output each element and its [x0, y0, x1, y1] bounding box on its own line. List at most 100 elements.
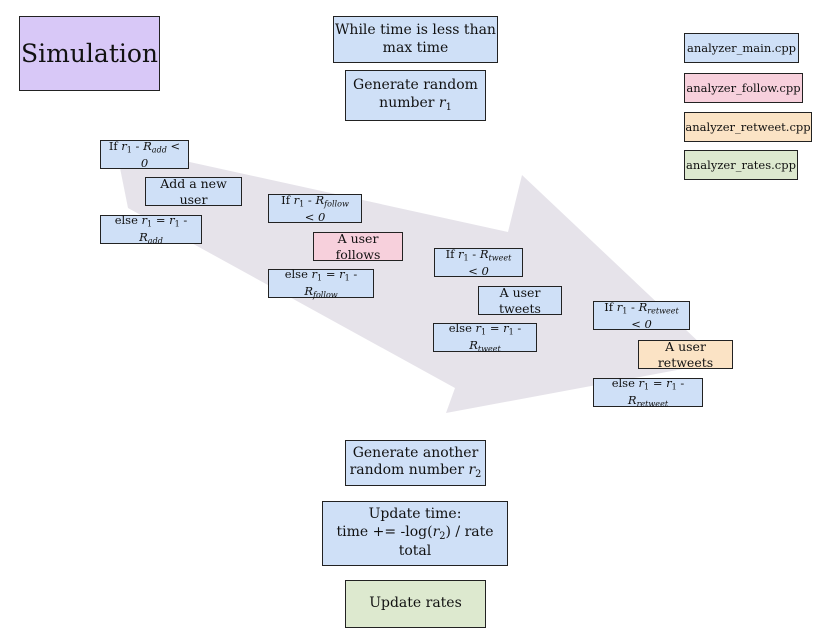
condition-add: If r1 - Radd < 0	[100, 139, 189, 170]
else-r: r	[311, 267, 318, 282]
else-r: r	[638, 376, 645, 391]
action-user-follows-text: A user follows	[335, 230, 381, 262]
cond-r-sub: 1	[299, 199, 305, 209]
update-rates-text: Update rates	[369, 595, 462, 612]
else-r: r	[475, 321, 482, 336]
action-user-tweets: A user tweets	[478, 284, 562, 316]
else-R-sub: follow	[312, 289, 338, 299]
title-box: Simulation	[19, 16, 160, 91]
cond-prefix: If	[604, 300, 617, 315]
else-retweet-text: else r1 = r1 - Rretweet	[600, 376, 696, 409]
condition-add-text: If r1 - Radd < 0	[107, 139, 182, 170]
else-R-sub: retweet	[636, 398, 669, 408]
condition-follow-text: If r1 - Rfollow < 0	[275, 193, 355, 224]
cond-R: R	[143, 139, 152, 154]
gen1-var: r	[438, 94, 446, 111]
action-user-tweets-text: A user tweets	[499, 284, 541, 316]
legend-retweet: analyzer_retweet.cpp	[684, 112, 812, 142]
cond-r: r	[121, 139, 127, 154]
else-r2-sub: 1	[344, 273, 350, 283]
update-rates-box: Update rates	[345, 580, 486, 628]
cond-R: R	[479, 247, 489, 262]
cond-suffix: < 0	[140, 139, 181, 170]
action-add-user-text: Add a new user	[160, 175, 227, 207]
condition-follow: If r1 - Rfollow < 0	[268, 193, 362, 224]
legend-main: analyzer_main.cpp	[684, 33, 799, 63]
action-add-user: Add a new user	[145, 175, 242, 207]
update-time-b: ) / rate total	[398, 523, 494, 560]
cond-R-sub: follow	[324, 199, 349, 209]
else-mid: -	[349, 267, 358, 282]
action-user-follows: A user follows	[313, 230, 403, 262]
cond-r-sub: 1	[463, 253, 469, 263]
condition-retweet-text: If r1 - Rretweet < 0	[600, 300, 683, 331]
cond-suffix: < 0	[468, 263, 489, 278]
legend-follow-label: analyzer_follow.cpp	[686, 80, 801, 95]
gen2-sub: 2	[475, 469, 482, 481]
else-r2: r	[169, 213, 175, 228]
cond-r: r	[616, 300, 623, 315]
cond-R-sub: add	[151, 145, 167, 155]
loop-box: While time is less than max time	[333, 16, 498, 63]
cond-suffix: < 0	[631, 316, 652, 331]
else-r-sub: 1	[644, 382, 650, 392]
else-follow-text: else r1 = r1 - Rfollow	[275, 267, 367, 300]
cond-r: r	[293, 193, 300, 208]
else-add-text: else r1 = r1 - Radd	[107, 213, 195, 246]
gen2-line1: Generate another	[352, 444, 479, 461]
else-mid: -	[179, 213, 188, 228]
else-r-sub: 1	[147, 219, 153, 229]
cond-r-sub: 1	[622, 306, 628, 316]
generate-another-box: Generate another random number r2	[345, 440, 486, 486]
update-time-box: Update time: time += -log(r2) / rate tot…	[322, 501, 508, 566]
else-follow: else r1 = r1 - Rfollow	[268, 267, 374, 300]
legend-main-label: analyzer_main.cpp	[686, 40, 797, 55]
loop-line2: max time	[382, 39, 449, 56]
gen1-line2-text: number	[379, 94, 439, 111]
else-r2-sub: 1	[174, 219, 180, 229]
else-R: R	[139, 229, 148, 244]
legend-rates: analyzer_rates.cpp	[684, 150, 798, 180]
cond-minus: -	[131, 139, 144, 154]
else-R: R	[304, 283, 313, 298]
generate-random-box: Generate random number r1	[345, 70, 486, 121]
title-text: Simulation	[20, 38, 159, 68]
update-time-var: r	[432, 523, 440, 540]
update-time-line1: Update time:	[368, 506, 462, 523]
cond-prefix: If	[108, 139, 122, 154]
cond-r-sub: 1	[126, 145, 132, 155]
else-r2: r	[503, 321, 509, 336]
cond-R: R	[638, 300, 648, 315]
gen1-sub: 1	[445, 101, 452, 113]
cond-r: r	[458, 247, 464, 262]
else-eq: =	[152, 213, 170, 228]
else-r-sub: 1	[317, 273, 323, 283]
else-retweet: else r1 = r1 - Rretweet	[593, 376, 703, 409]
cond-prefix: If	[445, 247, 459, 262]
action-user-retweets-text: A user retweets	[657, 338, 714, 370]
else-r2: r	[666, 376, 672, 391]
loop-line1: While time is less than	[335, 22, 496, 38]
cond-R-sub: tweet	[488, 253, 512, 263]
else-r-sub: 1	[481, 327, 487, 337]
else-r2: r	[339, 267, 345, 282]
condition-retweet: If r1 - Rretweet < 0	[593, 300, 690, 331]
else-prefix: else	[284, 267, 312, 282]
cond-prefix: If	[281, 193, 294, 208]
else-prefix: else	[448, 321, 476, 336]
else-tweet-text: else r1 = r1 - Rtweet	[440, 321, 530, 354]
else-tweet: else r1 = r1 - Rtweet	[433, 321, 537, 354]
else-r2-sub: 1	[671, 382, 677, 392]
cond-suffix: < 0	[304, 209, 326, 224]
condition-tweet: If r1 - Rtweet < 0	[434, 247, 523, 278]
else-eq: =	[649, 376, 667, 391]
else-r: r	[141, 213, 148, 228]
cond-minus: -	[304, 193, 316, 208]
else-R: R	[469, 337, 478, 352]
gen1-line1: Generate random	[353, 77, 478, 94]
else-mid: -	[676, 376, 685, 391]
cond-R-sub: retweet	[647, 306, 679, 316]
update-time-sub: 2	[439, 530, 446, 542]
else-add: else r1 = r1 - Radd	[100, 213, 202, 246]
else-prefix: else	[114, 213, 142, 228]
